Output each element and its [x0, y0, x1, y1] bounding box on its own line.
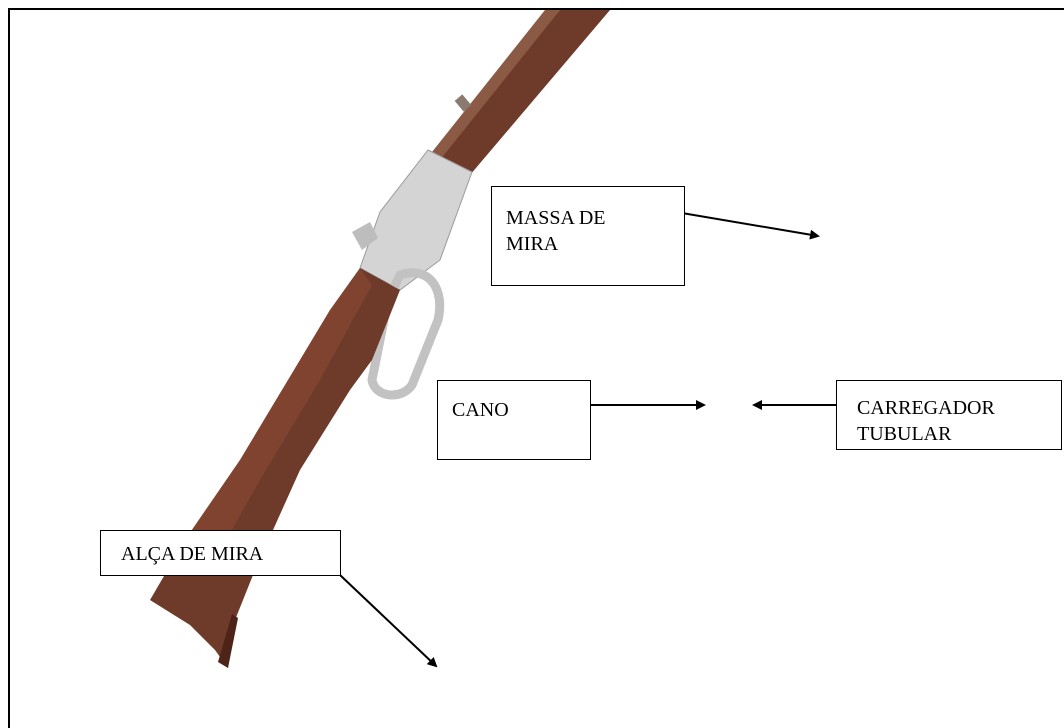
label-alca-de-mira-text: ALÇA DE MIRA — [121, 543, 264, 565]
label-cano: CANO — [437, 380, 591, 460]
label-carregador-tubular: CARREGADOR TUBULAR — [836, 380, 1062, 450]
label-massa-de-mira-line2: MIRA — [506, 233, 559, 255]
label-carregador-tubular-line2: TUBULAR — [857, 423, 952, 445]
rifle-lever — [367, 268, 445, 400]
rifle-buttplate — [218, 614, 238, 668]
arrow-massa-de-mira — [675, 211, 820, 240]
diagram-frame — [8, 8, 1064, 728]
rifle-stock — [150, 268, 400, 668]
arrow-alca-de-mira — [339, 574, 438, 668]
rifle-barrel-top — [432, 10, 560, 160]
label-massa-de-mira-line1: MASSA DE — [506, 207, 606, 229]
rifle-stock-shade — [185, 268, 372, 560]
label-carregador-tubular-line1: CARREGADOR — [857, 397, 995, 419]
label-massa-de-mira: MASSA DE MIRA — [491, 186, 685, 286]
label-cano-text: CANO — [452, 399, 509, 421]
label-alca-de-mira: ALÇA DE MIRA — [100, 530, 341, 576]
rifle-barrel — [430, 10, 610, 175]
rifle-sight-nub — [454, 94, 472, 112]
rifle-hammer — [352, 222, 378, 250]
